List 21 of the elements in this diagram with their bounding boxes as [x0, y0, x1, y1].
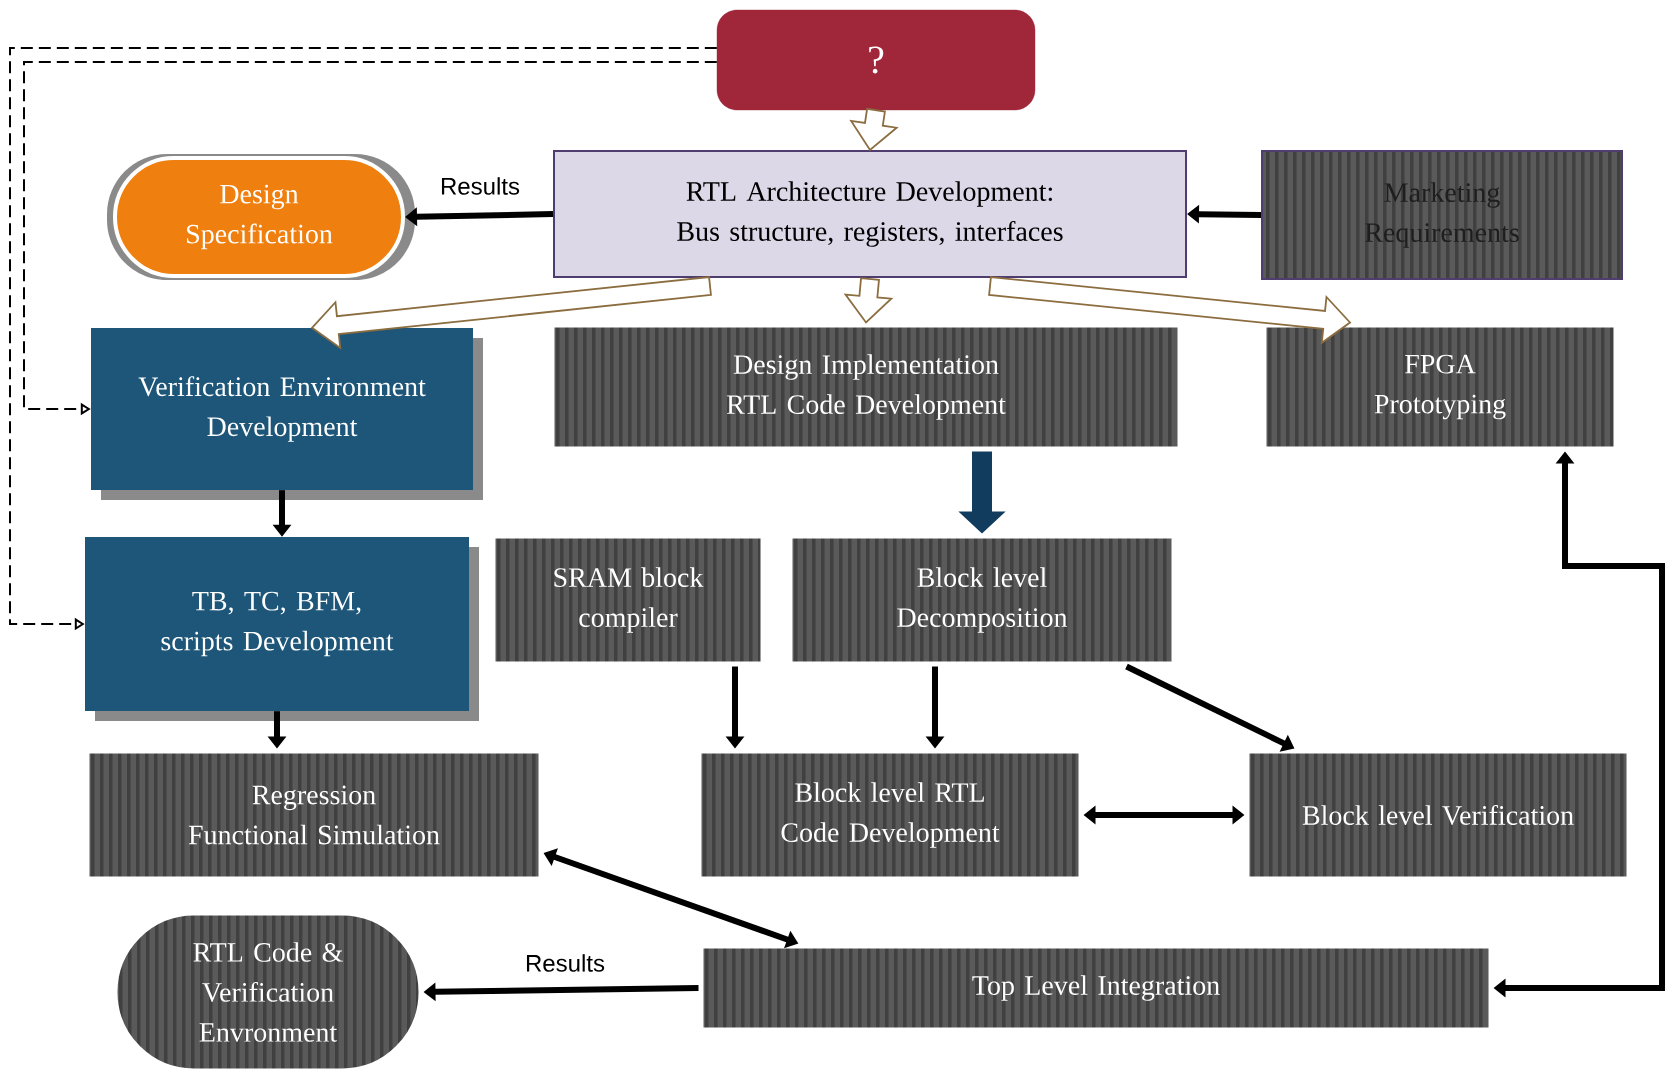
hollow-arrow: [988, 276, 1352, 345]
terminal-pill: Design Specification: [113, 156, 405, 278]
edge-label: Results: [438, 175, 522, 197]
edge-label: Results: [523, 952, 607, 974]
process-box: Block level Verification: [1244, 748, 1632, 882]
process-box: Design Implementation RTL Code Development: [549, 322, 1183, 452]
process-box: Regression Functional Simulation: [84, 748, 544, 882]
process-box: Block level Decomposition: [787, 533, 1177, 667]
process-box: SRAM block compiler: [490, 533, 766, 667]
terminal-pill: RTL Code & Verification Envronment: [112, 910, 424, 1074]
process-box: Marketing Requirements: [1261, 150, 1623, 280]
hollow-arrow: [843, 277, 894, 324]
process-box: Block level RTL Code Development: [696, 748, 1084, 882]
process-box: Verification Environment Development: [91, 328, 473, 490]
process-box: TB, TC, BFM, scripts Development: [85, 537, 469, 711]
process-box: RTL Architecture Development: Bus structure, registers, interfaces: [553, 150, 1187, 278]
rounded-box: ?: [716, 9, 1036, 111]
process-box: FPGA Prototyping: [1261, 322, 1619, 452]
hollow-arrow: [849, 107, 899, 152]
hollow-arrow: [310, 276, 712, 350]
process-box: Top Level Integration: [698, 943, 1494, 1033]
